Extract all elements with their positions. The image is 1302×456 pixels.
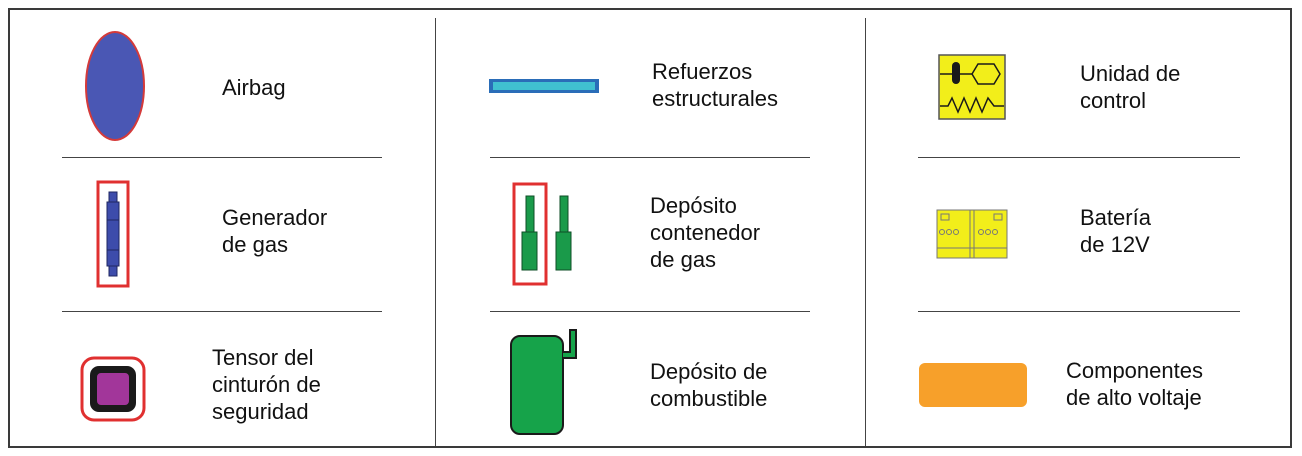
control-unit-icon xyxy=(938,54,1006,120)
gas-container-tank-label: Depósito contenedor de gas xyxy=(650,193,761,272)
gas-generator-label: Generador de gas xyxy=(222,205,328,257)
row-divider xyxy=(62,157,382,158)
airbag-label: Airbag xyxy=(222,75,286,100)
gas-generator-icon xyxy=(96,180,130,288)
legend-frame xyxy=(8,8,1292,448)
column-divider xyxy=(865,18,866,446)
control-unit-label: Unidad de control xyxy=(1080,61,1181,113)
airbag-icon xyxy=(85,31,145,141)
row-divider xyxy=(62,311,382,312)
structural-reinforcements-label: Refuerzos estructurales xyxy=(652,59,778,111)
row-divider xyxy=(918,157,1240,158)
gas-container-icon xyxy=(512,182,572,286)
seatbelt-tensioner-label: Tensor del cinturón de seguridad xyxy=(212,345,321,424)
battery-icon xyxy=(936,209,1008,259)
reinforcement-bar-icon xyxy=(489,79,599,93)
fuel-tank-label: Depósito de combustible xyxy=(650,359,768,411)
column-divider xyxy=(435,18,436,446)
battery-label: Batería de 12V xyxy=(1080,205,1151,257)
high-voltage-label: Componentes de alto voltaje xyxy=(1066,358,1203,410)
row-divider xyxy=(490,157,810,158)
row-divider xyxy=(490,311,810,312)
fuel-tank-icon xyxy=(510,329,577,435)
seatbelt-tensioner-icon xyxy=(80,356,146,422)
row-divider xyxy=(918,311,1240,312)
high-voltage-component-icon xyxy=(919,363,1027,407)
